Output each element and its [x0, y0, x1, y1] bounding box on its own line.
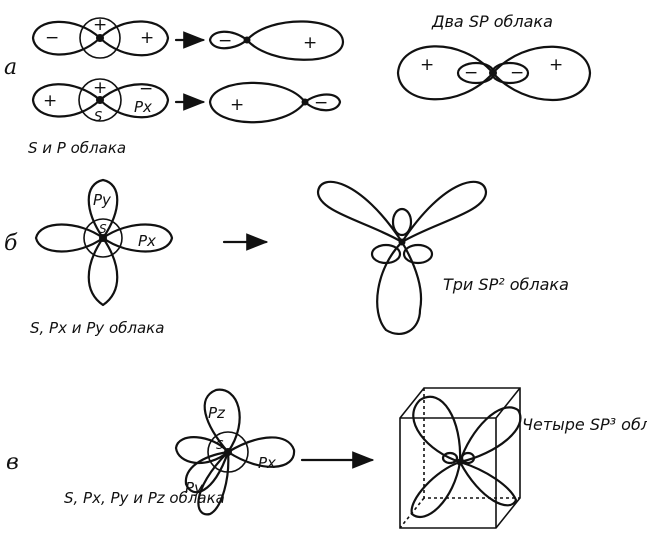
row-c-letter: в: [6, 450, 19, 475]
minus-sign: −: [464, 63, 478, 83]
minus-sign: −: [314, 93, 328, 113]
px-label: Px: [134, 98, 152, 116]
plus-sign: +: [420, 55, 434, 75]
py-label: Py: [93, 191, 112, 209]
plus-sign: +: [303, 33, 317, 53]
plus-sign: +: [230, 95, 244, 115]
four-sp3-orbitals: [399, 387, 522, 529]
minus-sign: −: [139, 79, 153, 99]
three-sp2-orbitals: [316, 180, 488, 336]
py-label: Py: [185, 479, 204, 497]
s-px-py-orbitals: Py S Px: [34, 178, 174, 307]
plus-sign: +: [140, 28, 154, 48]
sp-lobe-top: − +: [208, 20, 345, 61]
plus-sign: +: [93, 15, 107, 35]
pz-label: Pz: [208, 404, 226, 422]
px-label: Px: [258, 454, 276, 472]
minus-sign: −: [510, 63, 524, 83]
row-a-letter: а: [4, 55, 17, 80]
px-label: Px: [138, 232, 156, 250]
row-a-caption: S и P облака: [28, 139, 126, 157]
minus-sign: −: [218, 31, 232, 51]
s-label: S: [216, 438, 224, 452]
minus-sign: −: [45, 28, 59, 48]
s-label: S: [99, 222, 107, 236]
s-px-py-pz-orbitals: Pz S Px Py: [174, 388, 296, 516]
plus-sign: +: [93, 78, 107, 98]
row-b-result-title: Три SP² облака: [443, 275, 569, 294]
sp-lobe-bottom: + −: [208, 81, 342, 124]
s-label: S: [94, 110, 102, 125]
row-c-caption: S, Px, Py и Pz облака: [64, 489, 225, 507]
s-and-p-orbitals: + + S − Px: [31, 78, 170, 125]
two-sp-orbitals: + − − +: [396, 45, 592, 101]
row-b-caption: S, Px и Py облака: [30, 319, 164, 337]
row-b-letter: б: [4, 231, 18, 256]
plus-sign: +: [549, 55, 563, 75]
plus-sign: +: [43, 91, 57, 111]
row-a-result-title: Два SP облака: [431, 12, 553, 31]
row-c-result-title: Четыре SP³ облака: [522, 415, 647, 434]
p-orbital-top: − + +: [31, 15, 170, 59]
